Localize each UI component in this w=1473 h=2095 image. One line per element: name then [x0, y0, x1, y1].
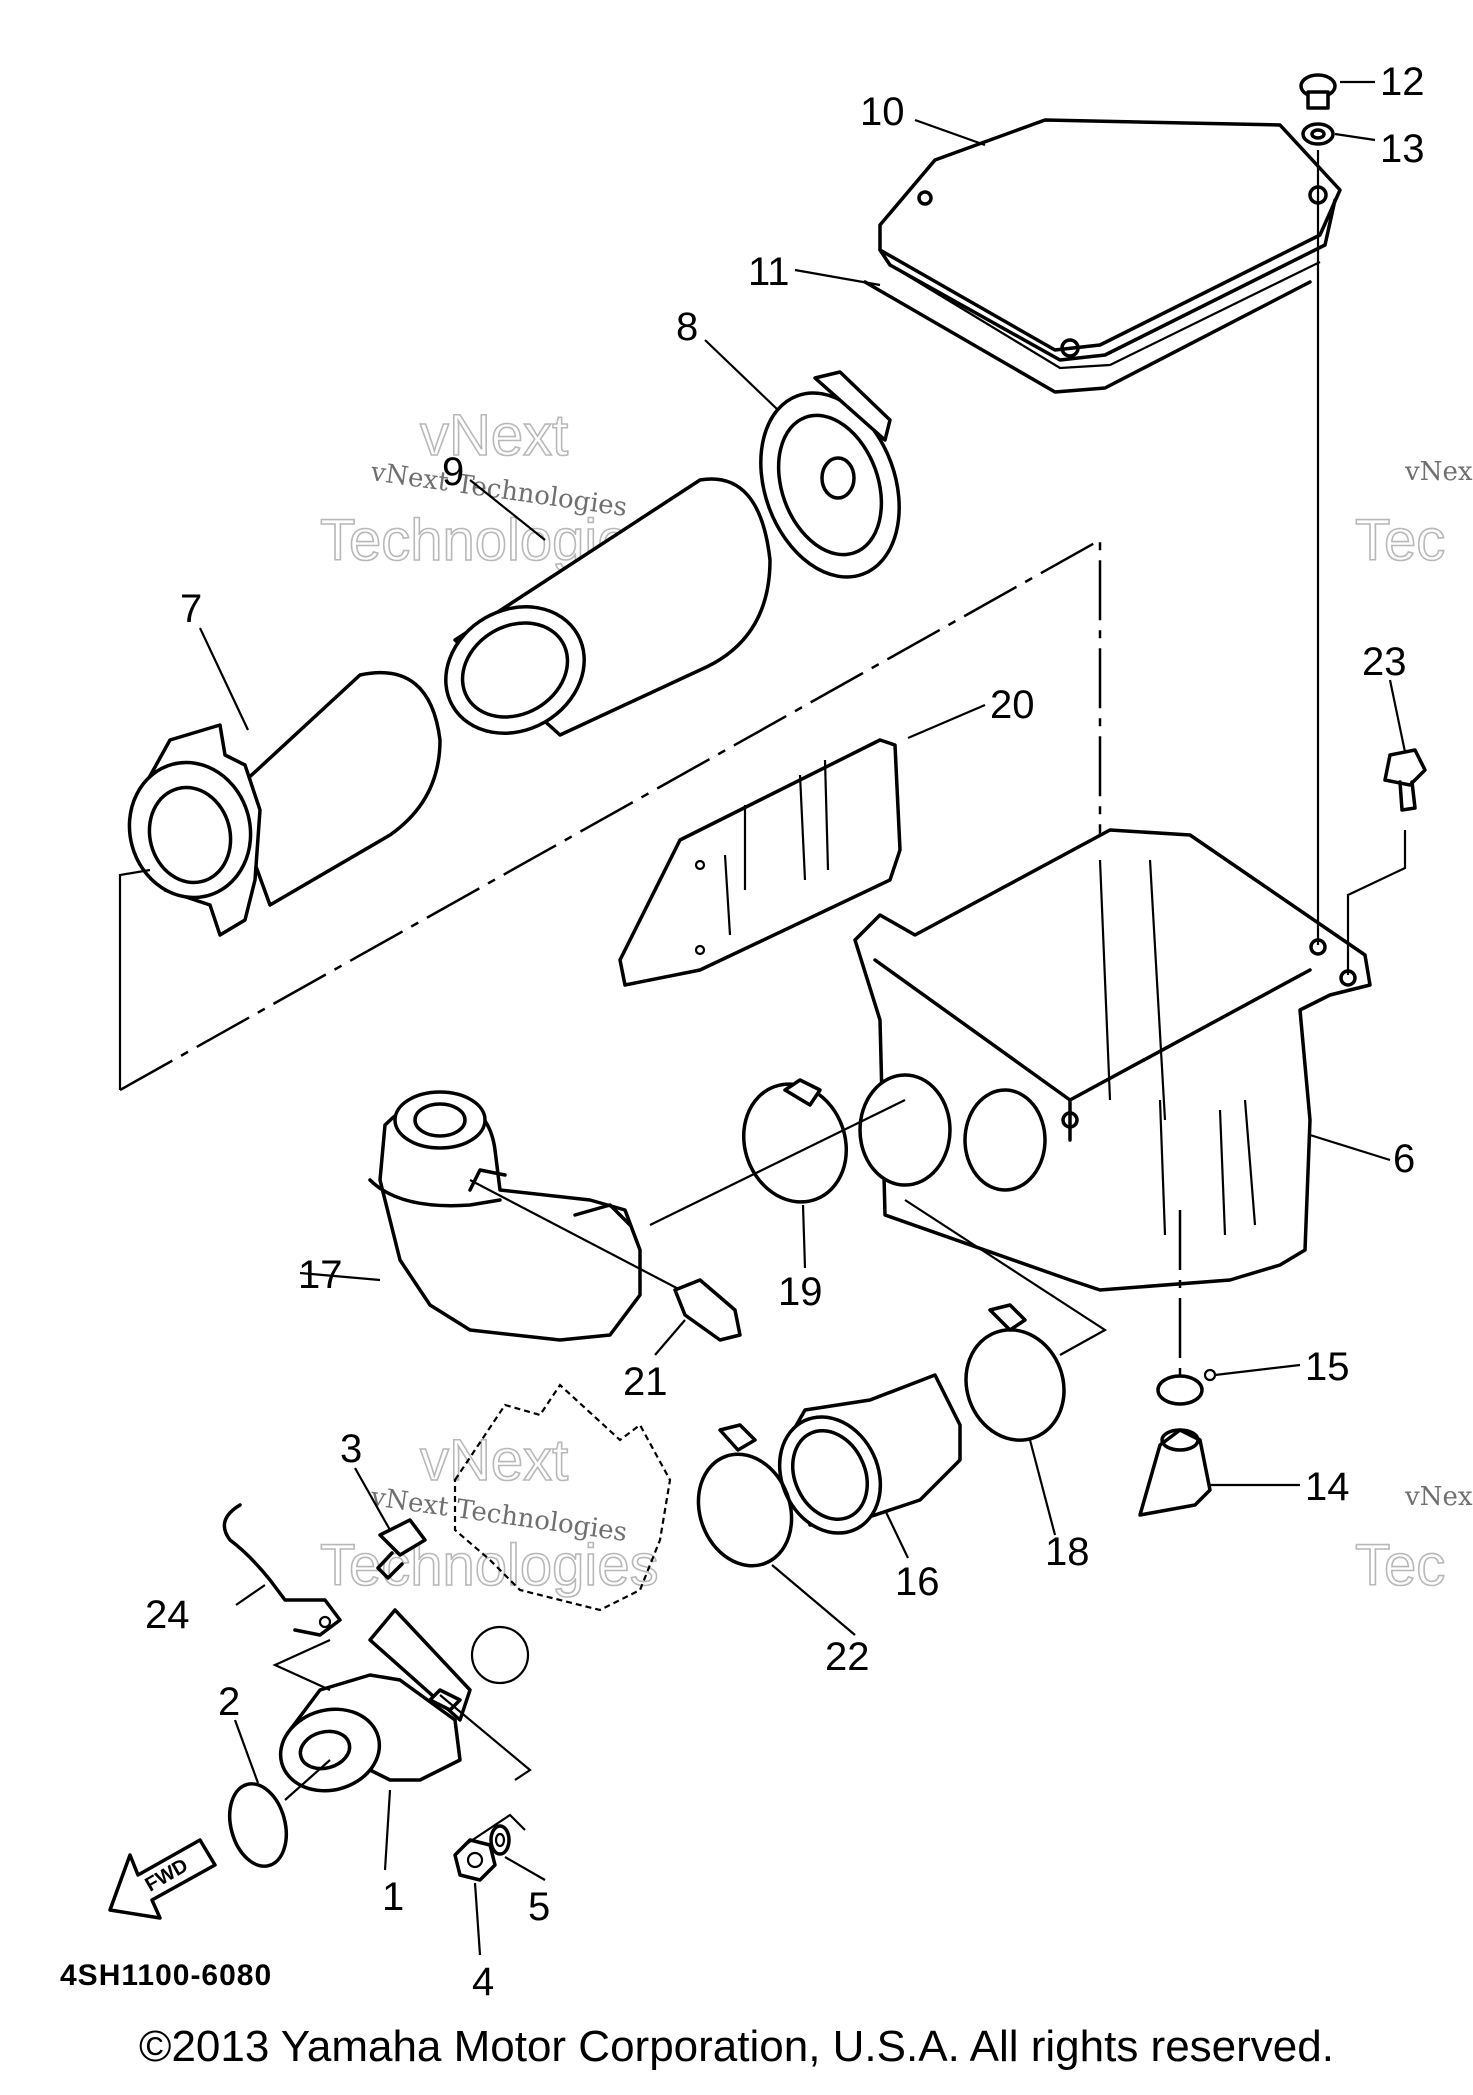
- callout-20: 20: [990, 683, 1035, 727]
- part-11-gasket: [863, 280, 1312, 394]
- callout-17: 17: [298, 1253, 343, 1297]
- watermark-lower-line1: vNext: [420, 1428, 568, 1493]
- part-2-o-ring: [227, 1782, 289, 1868]
- part-18-clamp: [964, 1303, 1066, 1442]
- part-code: 4SH1100-6080: [60, 1959, 272, 1992]
- watermark-upper: vNext Technologies vNext Technologies: [319, 402, 659, 574]
- callout-14: 14: [1305, 1465, 1350, 1509]
- callout-24: 24: [145, 1593, 190, 1637]
- callout-23: 23: [1362, 640, 1407, 684]
- part-13-washer: [1301, 122, 1335, 146]
- callout-12: 12: [1380, 60, 1425, 104]
- callout-16: 16: [895, 1560, 940, 1604]
- callout-3: 3: [340, 1427, 362, 1471]
- part-16-joint: [777, 1373, 962, 1535]
- callout-2: 2: [218, 1680, 240, 1724]
- watermark-edge-lower: vNex Tec: [1354, 1482, 1473, 1599]
- watermark-lower: vNext Technologies vNext Technologies: [319, 1427, 659, 1599]
- part-10-air-box-cap: [878, 118, 1342, 370]
- part-24-wire: [222, 1503, 342, 1637]
- watermark-edge-upper: vNex Tec: [1354, 457, 1473, 574]
- callout-15: 15: [1305, 1345, 1350, 1389]
- part-9-filter-outer: [444, 477, 772, 737]
- callout-22: 22: [825, 1635, 870, 1679]
- callout-6: 6: [1393, 1137, 1415, 1181]
- callout-21: 21: [623, 1360, 668, 1404]
- callout-numbers: 10 11 12 13 8 9 7 20 23 6 17 21 19 15 14…: [145, 60, 1425, 2004]
- part-12-screw: [1299, 73, 1337, 110]
- assembly-line-2: [284, 1759, 331, 1801]
- assembly-line-19: [649, 1099, 906, 1226]
- part-23-bolt: [1383, 748, 1427, 812]
- assembly-line-1: [439, 1694, 532, 1781]
- callout-18: 18: [1045, 1530, 1090, 1574]
- watermark-upper-line1: vNext: [420, 403, 568, 468]
- part-4-nut: [453, 1838, 497, 1882]
- callout-9: 9: [442, 450, 464, 494]
- leader-lines: [199, 80, 1407, 1956]
- engine-reference-outline: [453, 1383, 672, 1685]
- callout-8: 8: [676, 305, 698, 349]
- watermark-edge-upper-small: vNex: [1404, 457, 1473, 487]
- part-8-element-cap: [759, 370, 901, 579]
- callout-10: 10: [860, 90, 905, 134]
- part-21-drain: [469, 1179, 742, 1342]
- part-20-plate: [618, 738, 902, 987]
- callout-13: 13: [1380, 127, 1425, 171]
- fwd-arrow: FWD: [108, 1838, 217, 1920]
- assembly-line-23: [1346, 830, 1407, 975]
- part-22-clamp: [696, 1423, 794, 1568]
- watermark-lower-line2: Technologies: [320, 1533, 659, 1598]
- part-19-clamp: [741, 1078, 849, 1204]
- part-3-screw: [376, 1518, 427, 1580]
- callout-11: 11: [748, 250, 790, 294]
- callout-5: 5: [528, 1885, 550, 1929]
- part-14-clip: [1138, 1428, 1212, 1517]
- watermark-edge-upper-big: Tec: [1355, 508, 1445, 573]
- assembly-line-18: [904, 1199, 1108, 1356]
- part-5-washer: [489, 1824, 511, 1856]
- watermark-edge-lower-big: Tec: [1355, 1533, 1445, 1598]
- copyright-notice: ©2013 Yamaha Motor Corporation, U.S.A. A…: [139, 2022, 1334, 2071]
- part-1-carburetor-joint: [278, 1608, 472, 1793]
- watermark-edge-lower-small: vNex: [1404, 1482, 1473, 1512]
- part-7-filter-inner: [127, 670, 442, 937]
- assembly-line-24: [272, 1638, 331, 1692]
- assembly-line-7: [118, 868, 151, 1090]
- callout-7: 7: [180, 587, 202, 631]
- part-17-intake-duct: [368, 1090, 642, 1342]
- callout-4: 4: [472, 1960, 494, 2004]
- callout-1: 1: [382, 1875, 404, 1919]
- part-6-air-box-case: [853, 828, 1372, 1292]
- assembly-line-4-5: [464, 1813, 526, 1846]
- callout-19: 19: [778, 1270, 823, 1314]
